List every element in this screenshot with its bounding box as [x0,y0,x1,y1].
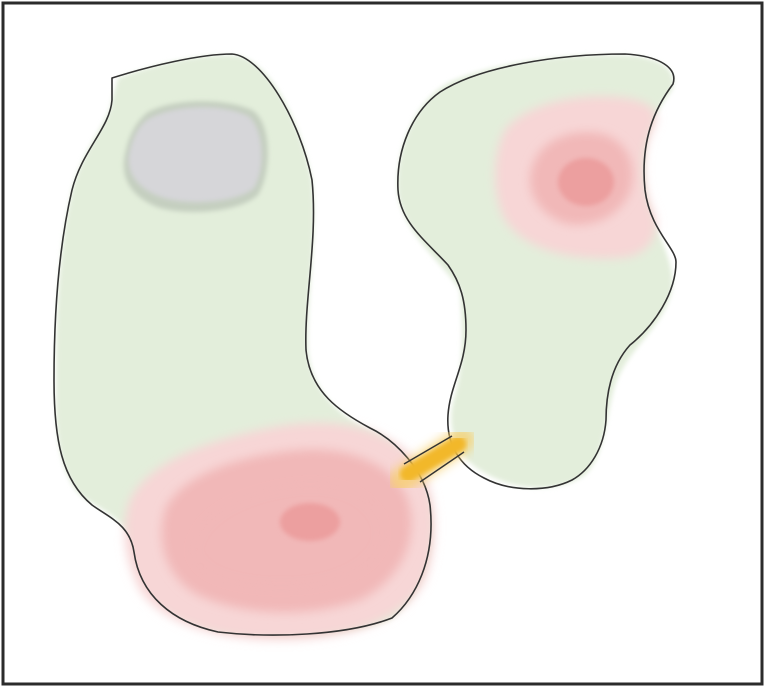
hotspot-southwest-level-3 [192,484,383,588]
bridge-icon[interactable] [389,427,475,493]
region-west-outline [53,53,432,636]
region-west[interactable] [53,53,435,640]
hotspot-southwest[interactable] [124,423,435,640]
hotspot-northeast[interactable] [495,96,657,259]
region-east-outline [397,53,677,490]
bridge-edge-top [403,435,453,465]
region-east[interactable] [397,53,677,490]
gray-zone[interactable] [123,101,268,212]
gray-zone-fill [128,107,262,203]
hotspot-southwest-core [280,503,340,541]
hotspot-northeast-core [558,158,614,206]
bridge-body [400,436,466,482]
bridge-edge-bottom [419,451,465,483]
